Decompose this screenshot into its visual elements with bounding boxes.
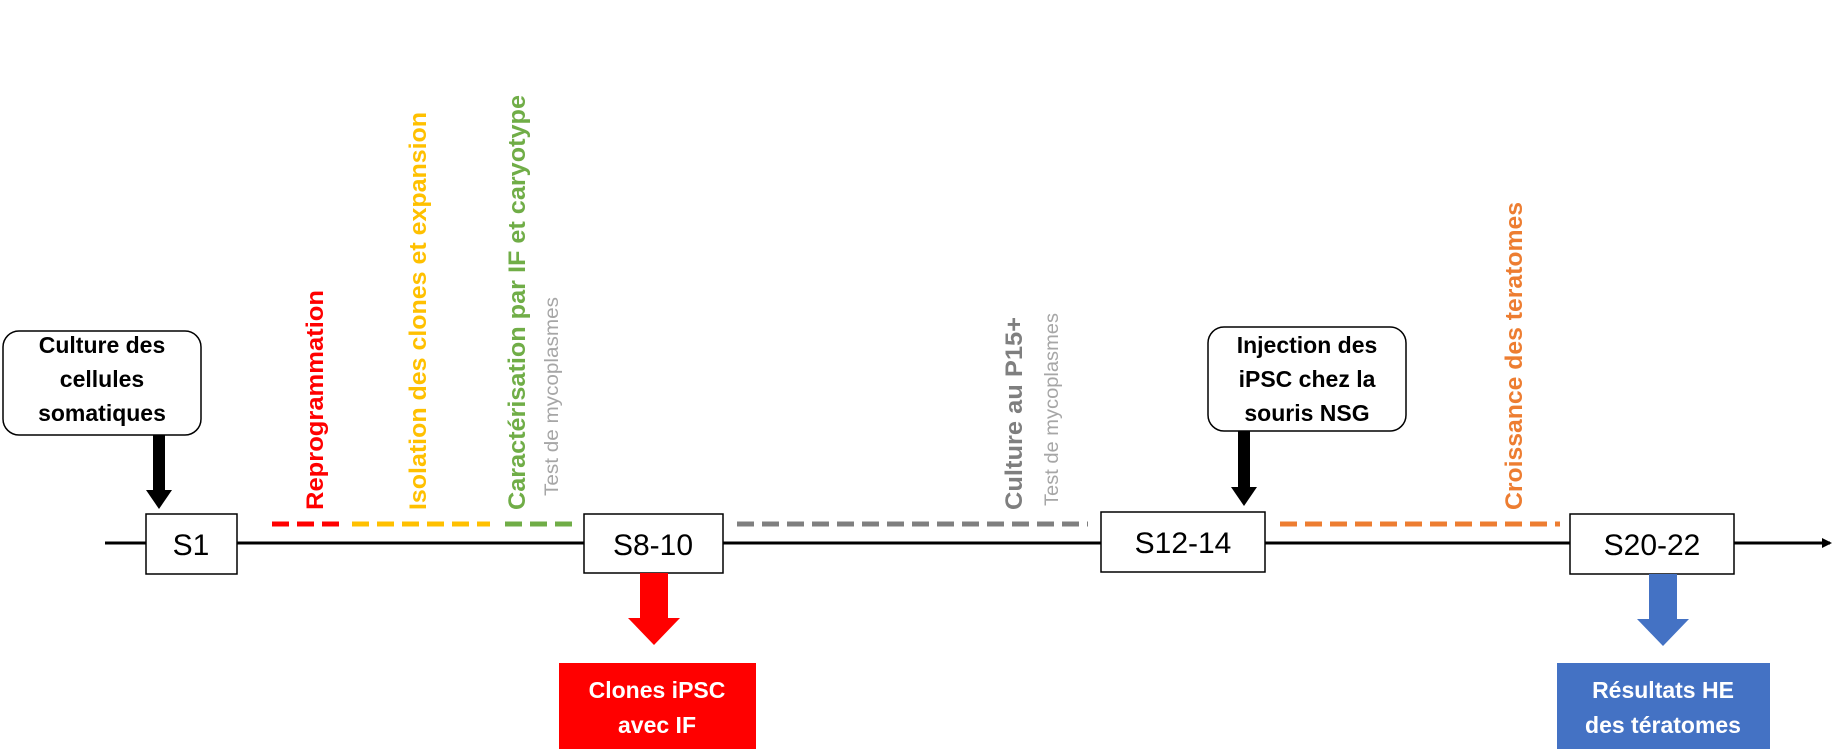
stage-s1: S1	[145, 513, 238, 575]
callout-culture-line-3: somatiques	[38, 400, 166, 426]
phase-label-test-mycoplasmes-2: Test de mycoplasmes	[1042, 313, 1063, 506]
callout-injection-line-2: iPSC chez la	[1239, 366, 1376, 392]
stage-s12-14-label: S12-14	[1135, 527, 1232, 560]
result-clones-box: Clones iPSC avec IF	[559, 663, 756, 749]
stage-s12-14: S12-14	[1100, 511, 1266, 573]
stage-s8-10: S8-10	[583, 513, 724, 574]
phase-label-reprogrammation: Reprogrammation	[302, 290, 329, 510]
callout-culture-line-1: Culture des	[39, 332, 166, 358]
callout-injection-line-1: Injection des	[1237, 332, 1378, 358]
phase-label-caracterisation: Caractérisation par IF et caryotype	[504, 95, 531, 510]
result-clones-line-1: Clones iPSC	[589, 677, 726, 703]
phase-label-test-mycoplasmes-1: Test de mycoplasmes	[542, 297, 563, 496]
phase-label-culture-p15: Culture au P15+	[1001, 317, 1028, 510]
phase-label-isolation: Isolation des clones et expansion	[405, 112, 432, 510]
stage-s20-22-label: S20-22	[1604, 529, 1701, 562]
result-he-line-1: Résultats HE	[1592, 677, 1734, 703]
stage-s8-10-label: S8-10	[613, 529, 693, 562]
stage-s1-label: S1	[173, 529, 210, 562]
result-he-line-2: des tératomes	[1585, 712, 1741, 738]
phase-label-croissance: Croissance des teratomes	[1501, 202, 1528, 510]
callout-culture-arrow	[146, 435, 172, 509]
callout-injection-arrow	[1231, 431, 1257, 506]
callout-injection: Injection des iPSC chez la souris NSG	[1207, 326, 1407, 432]
result-clones-line-2: avec IF	[618, 712, 696, 738]
result-clones-arrow	[628, 573, 680, 645]
result-he-arrow	[1637, 574, 1689, 646]
stage-s20-22: S20-22	[1569, 513, 1735, 575]
result-he-box: Résultats HE des tératomes	[1557, 663, 1770, 749]
callout-injection-line-3: souris NSG	[1244, 400, 1369, 426]
callout-culture-line-2: cellules	[60, 366, 144, 392]
callout-culture: Culture des cellules somatiques	[2, 330, 202, 436]
